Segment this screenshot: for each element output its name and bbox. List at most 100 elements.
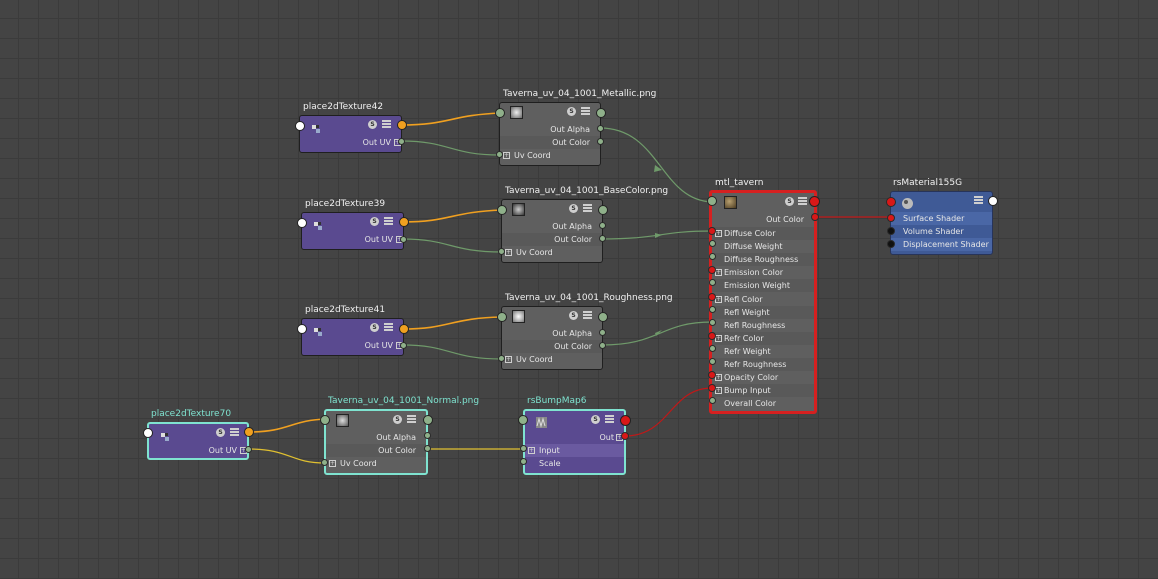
node-texture-metallic[interactable]: S Out Alpha Out Color Uv Coord + xyxy=(499,102,601,166)
port-outcolor-mtl[interactable] xyxy=(811,213,819,221)
port-outcolor-roughness[interactable] xyxy=(599,342,606,349)
node-place2dtexture41[interactable]: S Out UV + xyxy=(301,318,404,356)
node-rsbumpmap6[interactable]: S Out Input Scale + + xyxy=(523,409,626,475)
port-output-p42[interactable] xyxy=(397,120,407,130)
port-input-normal[interactable] xyxy=(320,415,330,425)
attribute-list-icon[interactable] xyxy=(384,323,393,332)
node-mtl-tavern[interactable]: S Out Color Diffuse Color+Diffuse Weight… xyxy=(709,190,817,414)
attribute-list-icon[interactable] xyxy=(583,204,592,213)
expand-plus-icon[interactable]: + xyxy=(715,387,722,395)
port-uvcoord-basecolor[interactable] xyxy=(498,248,505,255)
port-output-p39[interactable] xyxy=(399,217,409,227)
swatch-s-icon[interactable]: S xyxy=(368,120,377,129)
port-outalpha-metallic[interactable] xyxy=(597,125,604,132)
attribute-list-icon[interactable] xyxy=(798,197,807,206)
expand-plus-icon[interactable]: + xyxy=(715,230,722,237)
expand-plus-icon[interactable]: + xyxy=(505,356,512,363)
port-input-basecolor[interactable] xyxy=(497,205,507,215)
port-output-sg[interactable] xyxy=(988,196,998,206)
port-mtl-attr[interactable] xyxy=(708,371,716,380)
expand-plus-icon[interactable]: + xyxy=(715,295,722,303)
node-texture-normal[interactable]: S Out Alpha Out Color Uv Coord + xyxy=(324,409,428,475)
expand-plus-icon[interactable]: + xyxy=(329,460,336,467)
swatch-s-icon[interactable]: S xyxy=(393,415,402,424)
port-mtl-attr[interactable] xyxy=(709,253,716,261)
port-outalpha-basecolor[interactable] xyxy=(599,222,606,229)
port-scale-bump[interactable] xyxy=(520,458,527,465)
swatch-s-icon[interactable]: S xyxy=(569,311,578,320)
port-output-p70[interactable] xyxy=(244,427,254,437)
port-mtl-attr[interactable] xyxy=(708,292,716,301)
port-outcolor-metallic[interactable] xyxy=(597,138,604,145)
expand-plus-icon[interactable]: + xyxy=(715,269,722,277)
port-mtl-attr[interactable] xyxy=(709,305,716,313)
swatch-s-icon[interactable]: S xyxy=(591,415,600,424)
port-input-p41[interactable] xyxy=(297,324,307,334)
port-inputattr-bump[interactable] xyxy=(520,445,527,452)
port-sg-attr[interactable] xyxy=(887,227,895,235)
port-mtl-attr[interactable] xyxy=(709,318,716,326)
port-input-metallic[interactable] xyxy=(495,108,505,118)
port-outalpha-normal[interactable] xyxy=(424,432,431,439)
attribute-list-icon[interactable] xyxy=(384,217,393,226)
port-input-mtl[interactable] xyxy=(707,196,717,206)
port-output-roughness[interactable] xyxy=(598,312,608,322)
expand-plus-icon[interactable]: + xyxy=(503,152,510,159)
port-uvcoord-metallic[interactable] xyxy=(496,151,503,158)
expand-plus-icon[interactable]: + xyxy=(505,249,512,256)
swatch-s-icon[interactable]: S xyxy=(569,204,578,213)
port-output-mtl[interactable] xyxy=(809,196,820,207)
expand-plus-icon[interactable]: + xyxy=(715,334,722,342)
port-outcolor-basecolor[interactable] xyxy=(599,235,606,242)
port-mtl-attr[interactable] xyxy=(709,240,716,248)
port-uvcoord-roughness[interactable] xyxy=(498,355,505,362)
attribute-list-icon[interactable] xyxy=(407,415,416,424)
node-texture-basecolor[interactable]: S Out Alpha Out Color Uv Coord + xyxy=(501,199,603,263)
port-input-sg[interactable] xyxy=(886,197,896,207)
port-sg-attr[interactable] xyxy=(887,240,895,248)
port-out-bump[interactable] xyxy=(621,432,629,440)
port-input-roughness[interactable] xyxy=(497,312,507,322)
port-outuv-p41[interactable] xyxy=(400,342,407,349)
port-output-bump[interactable] xyxy=(620,415,631,426)
port-input-bump[interactable] xyxy=(518,415,528,425)
attribute-list-icon[interactable] xyxy=(605,415,614,424)
port-output-metallic[interactable] xyxy=(596,108,606,118)
attribute-list-icon[interactable] xyxy=(974,196,983,205)
port-input-p42[interactable] xyxy=(295,121,305,131)
port-outuv-p42[interactable] xyxy=(398,138,405,145)
port-outuv-p39[interactable] xyxy=(400,236,407,243)
swatch-s-icon[interactable]: S xyxy=(370,323,379,332)
swatch-s-icon[interactable]: S xyxy=(216,428,225,437)
attribute-list-icon[interactable] xyxy=(581,107,590,116)
port-outcolor-normal[interactable] xyxy=(424,445,431,452)
attribute-list-icon[interactable] xyxy=(583,311,592,320)
port-mtl-attr[interactable] xyxy=(709,279,716,287)
expand-plus-icon[interactable]: + xyxy=(528,447,535,454)
expand-plus-icon[interactable]: + xyxy=(715,374,722,382)
port-outalpha-roughness[interactable] xyxy=(599,329,606,336)
node-place2dtexture39[interactable]: S Out UV + xyxy=(301,212,404,250)
port-mtl-attr[interactable] xyxy=(709,358,716,365)
port-uvcoord-normal[interactable] xyxy=(321,459,328,466)
node-place2dtexture42[interactable]: S Out UV + xyxy=(299,115,402,153)
port-mtl-attr[interactable] xyxy=(709,344,716,352)
attribute-list-icon[interactable] xyxy=(382,120,391,129)
node-texture-roughness[interactable]: S Out Alpha Out Color Uv Coord + xyxy=(501,306,603,370)
port-output-normal[interactable] xyxy=(423,415,433,425)
port-sg-attr[interactable] xyxy=(887,214,895,222)
port-input-p39[interactable] xyxy=(297,218,307,228)
swatch-s-icon[interactable]: S xyxy=(370,217,379,226)
port-output-p41[interactable] xyxy=(399,324,409,334)
port-mtl-attr[interactable] xyxy=(708,227,716,235)
port-mtl-attr[interactable] xyxy=(708,266,716,275)
attribute-list-icon[interactable] xyxy=(230,428,239,437)
swatch-s-icon[interactable]: S xyxy=(567,107,576,116)
node-place2dtexture70[interactable]: S Out UV + xyxy=(147,422,249,460)
port-output-basecolor[interactable] xyxy=(598,205,608,215)
port-mtl-attr[interactable] xyxy=(708,384,716,393)
swatch-s-icon[interactable]: S xyxy=(785,197,794,206)
port-input-p70[interactable] xyxy=(143,428,153,438)
